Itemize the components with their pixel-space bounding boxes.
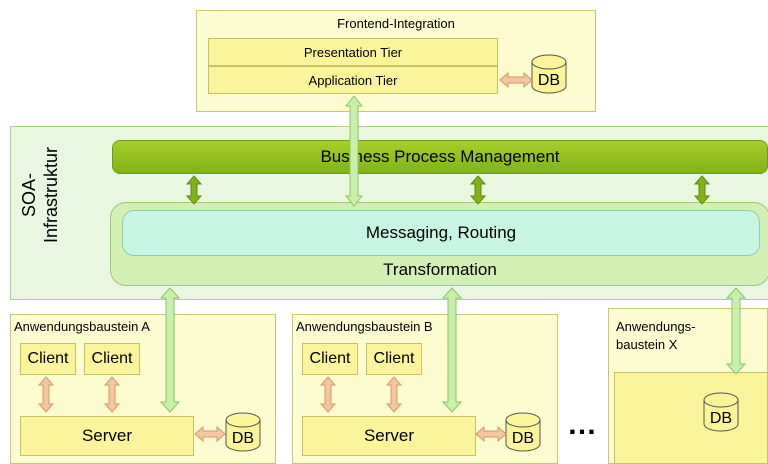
server-a: Server [20, 416, 194, 456]
frontend-integration-title: Frontend-Integration [337, 15, 455, 31]
messaging-routing-layer: Messaging, Routing [122, 210, 760, 256]
block-a-db-label: DB [231, 430, 255, 447]
application-tier: Application Tier [208, 66, 498, 94]
client-a2-server-arrow [103, 376, 121, 413]
building-block-b-title: Anwendungsbaustein B [296, 319, 433, 334]
bpm-arrow-1 [185, 175, 203, 205]
frontend-soa-arrow [344, 95, 364, 207]
transformation-label: Transformation [383, 260, 497, 279]
bpm-arrow-2 [469, 175, 487, 205]
block-b-db-label: DB [511, 430, 535, 447]
client-b2-server-arrow [385, 376, 403, 413]
business-process-management-bar: Business Process Management [112, 140, 768, 174]
block-x-db-label: DB [709, 410, 733, 427]
client-b2: Client [366, 343, 422, 375]
block-b-soa-arrow [441, 287, 463, 413]
server-b-db-arrow [475, 425, 507, 443]
server-b: Server [302, 416, 476, 456]
client-a1: Client [20, 343, 76, 375]
presentation-tier: Presentation Tier [208, 38, 498, 66]
building-block-x-title-line2: baustein X [616, 337, 678, 352]
orange-arrows [37, 71, 533, 443]
bpm-messaging-arrows [185, 175, 711, 205]
building-block-x-title-line1: Anwendungs- [616, 319, 696, 334]
client-a2: Client [84, 343, 140, 375]
client-b1-server-arrow [319, 376, 337, 413]
client-a1-server-arrow [37, 376, 55, 413]
block-a-soa-arrow [159, 287, 181, 413]
app-tier-db-arrow [499, 71, 533, 89]
client-b1: Client [302, 343, 358, 375]
server-a-db-arrow [194, 425, 226, 443]
building-block-x-title: Anwendungs- baustein X [616, 318, 756, 358]
frontend-db-label: DB [537, 72, 561, 89]
block-x-soa-arrow [725, 287, 747, 375]
bpm-arrow-3 [693, 175, 711, 205]
building-block-a-title: Anwendungsbaustein A [14, 319, 150, 334]
ellipsis: … [567, 408, 599, 441]
